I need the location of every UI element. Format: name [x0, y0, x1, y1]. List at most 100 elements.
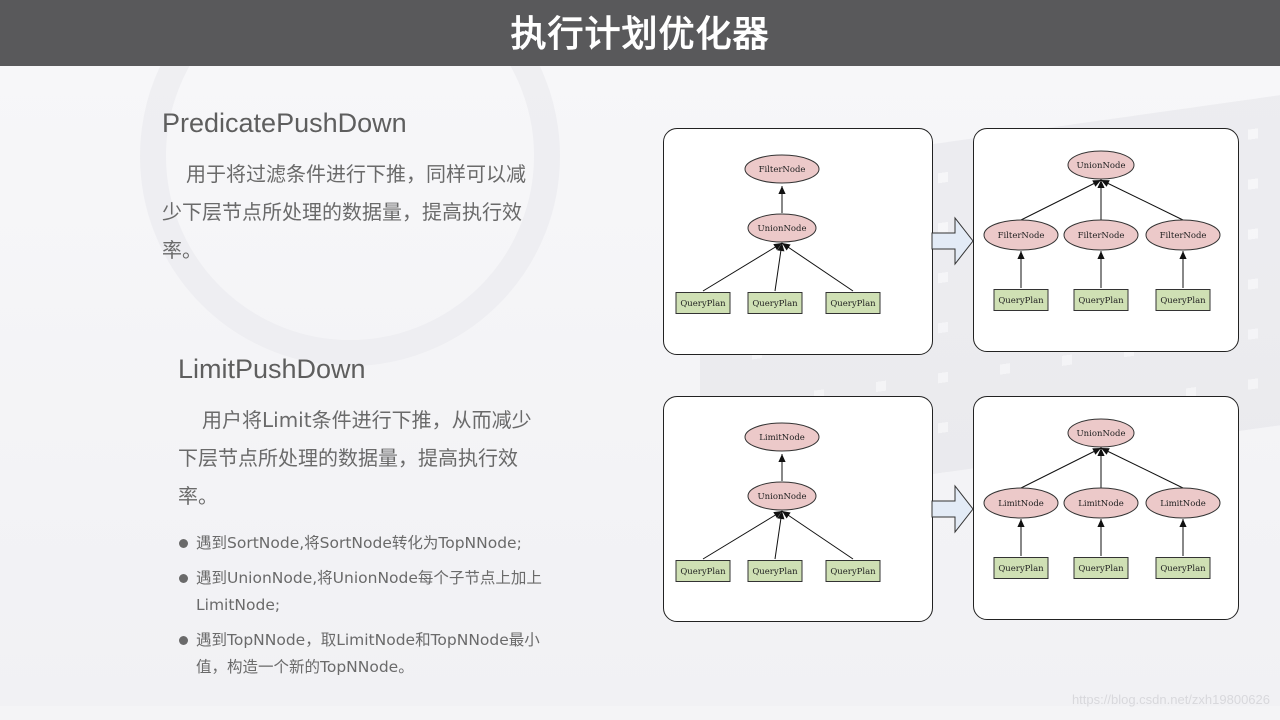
query-plan-box — [1073, 289, 1129, 311]
plan-node — [1063, 487, 1139, 519]
arrowhead — [1017, 519, 1025, 527]
transform-arrow-icon — [931, 484, 974, 534]
query-plan-label: QueryPlan — [1160, 564, 1206, 574]
query-plan-label: QueryPlan — [998, 564, 1044, 574]
list-item: 遇到TopNNode，取LimitNode和TopNNode最小值，构造一个新的… — [178, 627, 548, 681]
plan-node-label: LimitNode — [759, 433, 805, 443]
plan-node — [1063, 219, 1139, 251]
list-item-text: 遇到TopNNode，取LimitNode和TopNNode最小值，构造一个新的… — [196, 631, 540, 676]
limit-rules-list: 遇到SortNode,将SortNode转化为TopNNode; 遇到Union… — [178, 530, 548, 689]
plan-node-label: UnionNode — [1077, 429, 1126, 439]
query-plan-box — [1155, 289, 1211, 311]
arrowhead — [1017, 251, 1025, 259]
plan-node-label: FilterNode — [759, 165, 806, 175]
query-plan-box — [675, 292, 731, 314]
plan-node-label: UnionNode — [1077, 161, 1126, 171]
plan-node-label: LimitNode — [998, 499, 1044, 509]
plan-node-label: LimitNode — [1078, 499, 1124, 509]
edge-line — [781, 510, 854, 560]
plan-node-label: UnionNode — [758, 224, 807, 234]
query-plan-box — [825, 560, 881, 582]
plan-node — [1145, 487, 1221, 519]
arrowhead — [778, 186, 786, 194]
arrowhead — [773, 511, 782, 519]
plan-node — [983, 219, 1059, 251]
query-plan-label: QueryPlan — [998, 296, 1044, 306]
edge-line — [774, 510, 783, 560]
query-plan-box — [747, 560, 803, 582]
list-item: 遇到SortNode,将SortNode转化为TopNNode; — [178, 530, 548, 557]
arrowhead — [777, 243, 785, 252]
plan-node — [744, 422, 820, 452]
list-item: 遇到UnionNode,将UnionNode每个子节点上加上LimitNode; — [178, 565, 548, 619]
limit-heading: LimitPushDown — [178, 354, 366, 384]
arrowhead — [777, 511, 785, 520]
query-plan-label: QueryPlan — [752, 567, 798, 577]
query-plan-box — [675, 560, 731, 582]
arrowhead — [1097, 448, 1105, 456]
edge-line — [1020, 447, 1102, 489]
query-plan-box — [993, 289, 1049, 311]
query-plan-label: QueryPlan — [680, 299, 726, 309]
plan-node-label: LimitNode — [1160, 499, 1206, 509]
plan-node — [744, 154, 820, 184]
plan-node — [747, 213, 817, 243]
arrowhead — [1101, 180, 1110, 187]
query-plan-label: QueryPlan — [830, 299, 876, 309]
query-plan-label: QueryPlan — [1078, 296, 1124, 306]
plan-node-label: UnionNode — [758, 492, 807, 502]
transform-arrow-icon — [931, 216, 974, 266]
arrowhead — [1179, 251, 1187, 259]
query-plan-box — [993, 557, 1049, 579]
arrowhead — [1092, 180, 1101, 187]
edge-line — [1020, 179, 1102, 221]
plan-node — [747, 481, 817, 511]
edge-line — [781, 242, 854, 292]
query-plan-box — [1073, 557, 1129, 579]
bullet-icon — [179, 574, 188, 583]
watermark: https://blog.csdn.net/zxh19800626 — [1071, 692, 1270, 707]
arrowhead — [1179, 519, 1187, 527]
edge-line — [1100, 179, 1184, 221]
query-plan-box — [825, 292, 881, 314]
arrowhead — [773, 243, 782, 251]
query-plan-label: QueryPlan — [1078, 564, 1124, 574]
arrowhead — [782, 511, 791, 519]
bullet-icon — [179, 636, 188, 645]
edge-line — [1100, 447, 1184, 489]
limit-description: 用户将Limit条件进行下推，从而减少下层节点所处理的数据量，提高执行效率。 — [178, 408, 532, 508]
arrowhead — [1092, 448, 1101, 455]
query-plan-label: QueryPlan — [1160, 296, 1206, 306]
arrowhead — [782, 243, 791, 251]
plan-node — [1067, 418, 1135, 448]
predicate-description: 用于将过滤条件进行下推，同样可以减少下层节点所处理的数据量，提高执行效率。 — [162, 162, 526, 262]
plan-node-label: FilterNode — [1160, 231, 1207, 241]
query-plan-label: QueryPlan — [830, 567, 876, 577]
plan-node — [983, 487, 1059, 519]
arrowhead — [778, 454, 786, 462]
arrowhead — [1097, 180, 1105, 188]
plan-node-label: FilterNode — [998, 231, 1045, 241]
bullet-icon — [179, 539, 188, 548]
predicate-heading: PredicatePushDown — [162, 108, 407, 138]
plan-node — [1145, 219, 1221, 251]
list-item-text: 遇到SortNode,将SortNode转化为TopNNode; — [196, 534, 522, 552]
title-bar: 执行计划优化器 — [0, 0, 1280, 66]
query-plan-box — [747, 292, 803, 314]
query-plan-label: QueryPlan — [680, 567, 726, 577]
query-plan-box — [1155, 557, 1211, 579]
plan-node-label: FilterNode — [1078, 231, 1125, 241]
edge-line — [702, 510, 783, 560]
query-plan-label: QueryPlan — [752, 299, 798, 309]
list-item-text: 遇到UnionNode,将UnionNode每个子节点上加上LimitNode; — [196, 569, 542, 614]
plan-node — [1067, 150, 1135, 180]
arrowhead — [1097, 251, 1105, 259]
